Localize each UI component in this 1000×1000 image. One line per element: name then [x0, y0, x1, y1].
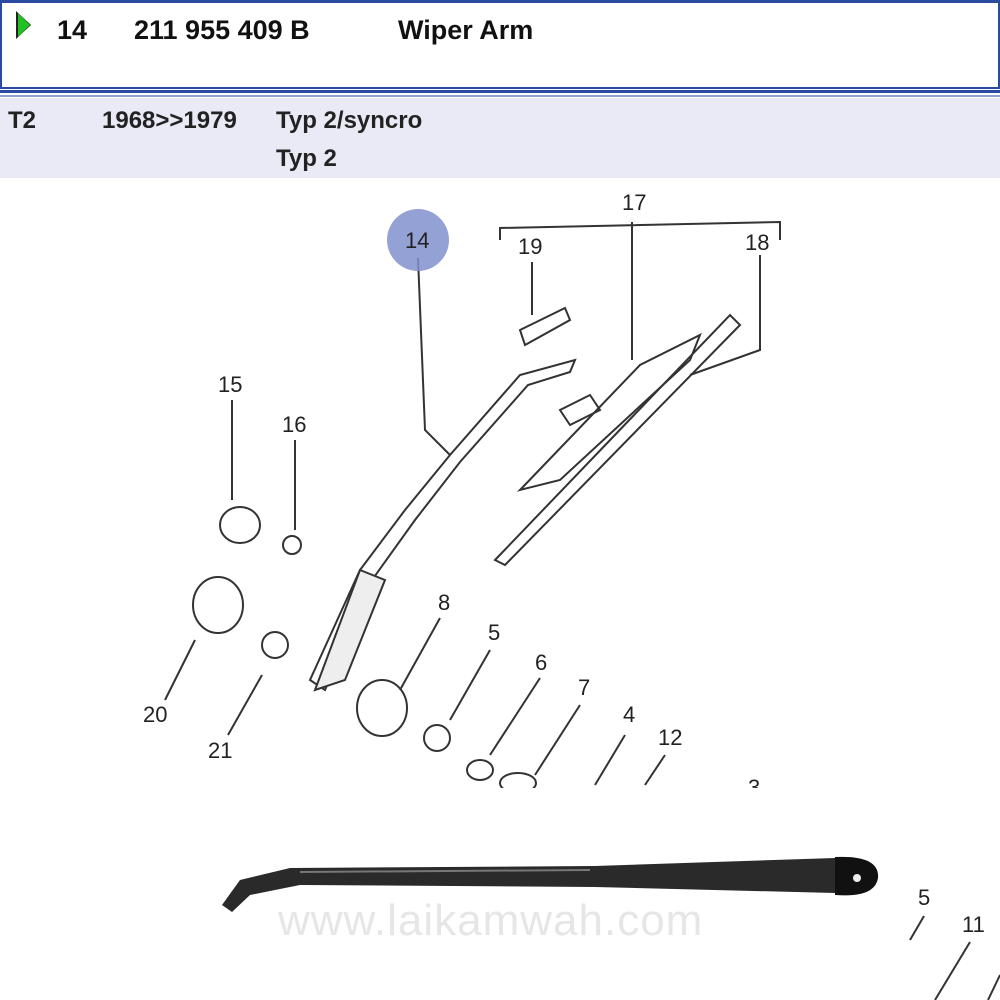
type-2: Typ 2	[276, 145, 337, 172]
type-1: Typ 2/syncro	[276, 107, 423, 134]
part-position: 14	[57, 15, 88, 45]
photo-callout-11: 11	[962, 912, 985, 937]
divider	[0, 90, 1000, 93]
callout-20: 20	[143, 702, 167, 727]
callout-5: 5	[488, 620, 500, 645]
callout-21: 21	[208, 738, 232, 763]
callout-8: 8	[438, 590, 450, 615]
callout-6: 6	[535, 650, 547, 675]
callout-3: 3	[748, 775, 760, 788]
callout-7: 7	[578, 675, 590, 700]
callout-14[interactable]: 14	[405, 228, 429, 253]
model: T2	[8, 107, 37, 134]
wiper-arm-photo: 5 11	[222, 856, 1000, 1000]
play-arrow-icon	[18, 13, 30, 37]
watermark: www.laikamwah.com	[278, 896, 704, 945]
callout-12: 12	[658, 725, 682, 750]
years: 1968>>1979	[102, 107, 237, 134]
highlight-marker[interactable]	[387, 209, 449, 271]
callout-17: 17	[622, 190, 646, 215]
part-name: Wiper Arm	[398, 15, 534, 45]
callout-18: 18	[745, 230, 769, 255]
selected-part-row[interactable]: 14 211 955 409 B Wiper Arm	[0, 0, 1000, 89]
callout-4: 4	[623, 702, 635, 727]
parts-diagram: 14 17 18 19 15 16 8 5 6 7 4 12 20 21 3	[143, 190, 781, 788]
photo-callout-5: 5	[918, 885, 930, 910]
application-info: T2 1968>>1979 Typ 2/syncro Typ 2	[0, 98, 1000, 178]
callout-16: 16	[282, 412, 306, 437]
callout-15: 15	[218, 372, 242, 397]
callout-19: 19	[518, 234, 542, 259]
part-number: 211 955 409 B	[134, 15, 310, 45]
divider	[0, 95, 1000, 97]
